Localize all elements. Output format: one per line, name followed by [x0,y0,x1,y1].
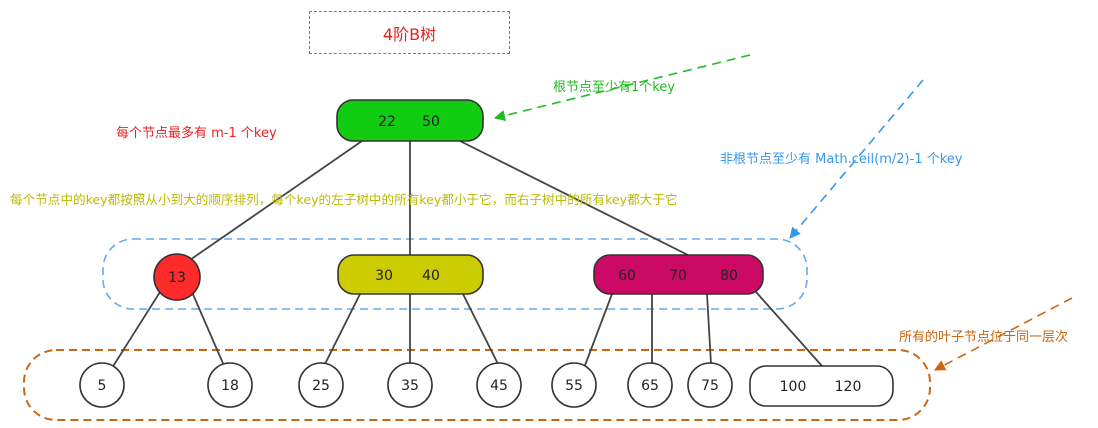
leaf-5-shape [79,362,125,408]
leaf-75-shape [687,362,733,408]
diagram-title-text: 4阶B树 [382,24,437,44]
leaf-100-120: 100 120 [749,365,894,407]
node-key: 5 [98,378,107,394]
node-key: 13 [168,270,186,286]
node-30-40: 30 40 [337,254,484,295]
edge-60-70-80-55 [583,293,613,369]
leaf-55-shape [551,362,597,408]
node-60-70-80: 60 70 80 [593,254,764,295]
root-node-shape [336,99,484,142]
leaf-45-shape [476,362,522,408]
node-key: 22 [378,114,396,130]
edge-root-60-70-80 [459,140,689,256]
leaf-45: 45 [476,362,522,408]
leaf-18: 18 [207,362,253,408]
leaf-25: 25 [298,362,344,408]
node-key: 120 [835,379,862,395]
node-13-shape [153,253,201,301]
edge-root-13 [186,140,363,263]
root-note-arrow [493,54,751,122]
node-key: 50 [422,114,440,130]
edge-30-40-25 [322,293,361,369]
node-key: 75 [701,378,719,394]
node-key: 45 [490,378,508,394]
leaf-55: 55 [551,362,597,408]
root-min-keys-note: 根节点至少有1个key [553,80,676,95]
edge-60-70-80-100-120 [755,291,823,367]
node-30-40-shape [337,254,484,295]
leaf-65-shape [627,362,673,408]
diagram-title: 4阶B树 [309,11,510,54]
leaf-25-shape [298,362,344,408]
root-node: 22 50 [336,99,484,142]
nonroot-min-keys-note: 非根节点至少有 Math.ceil(m/2)-1 个key [720,152,963,167]
edge-13-5 [111,291,161,369]
node-key: 65 [641,378,659,394]
edge-30-40-45 [462,293,501,369]
nonroot-note-arrow [789,79,924,239]
leaf-35-shape [387,362,433,408]
node-key: 35 [401,378,419,394]
nonroot-level-outline [102,238,808,310]
leaf-35: 35 [387,362,433,408]
edge-60-70-80-75 [706,293,712,365]
leaf-note-arrow [934,297,1073,371]
leaf-65: 65 [627,362,673,408]
node-key: 100 [780,379,807,395]
edge-13-18 [191,291,226,369]
node-key: 70 [669,268,687,284]
leaf-18-shape [207,362,253,408]
node-13: 13 [153,253,201,301]
leaf-75: 75 [687,362,733,408]
leaf-level-outline [23,349,931,421]
leaf-5: 5 [79,362,125,408]
tree-edges [111,140,823,369]
node-60-70-80-shape [593,254,764,295]
max-keys-note: 每个节点最多有 m-1 个key [116,126,277,141]
node-key: 18 [221,378,239,394]
node-key: 80 [720,268,738,284]
node-key: 30 [375,268,393,284]
ordering-note: 每个节点中的key都按照从小到大的顺序排列，每个key的左子树中的所有key都小… [10,192,678,207]
node-key: 25 [312,378,330,394]
node-key: 40 [422,268,440,284]
leaves-same-level-note: 所有的叶子节点位于同一层次 [899,330,1069,345]
node-key: 60 [618,268,636,284]
node-key: 55 [565,378,583,394]
leaf-nodes: 5 18 25 35 45 55 [79,362,894,408]
leaf-100-120-shape [749,365,894,407]
